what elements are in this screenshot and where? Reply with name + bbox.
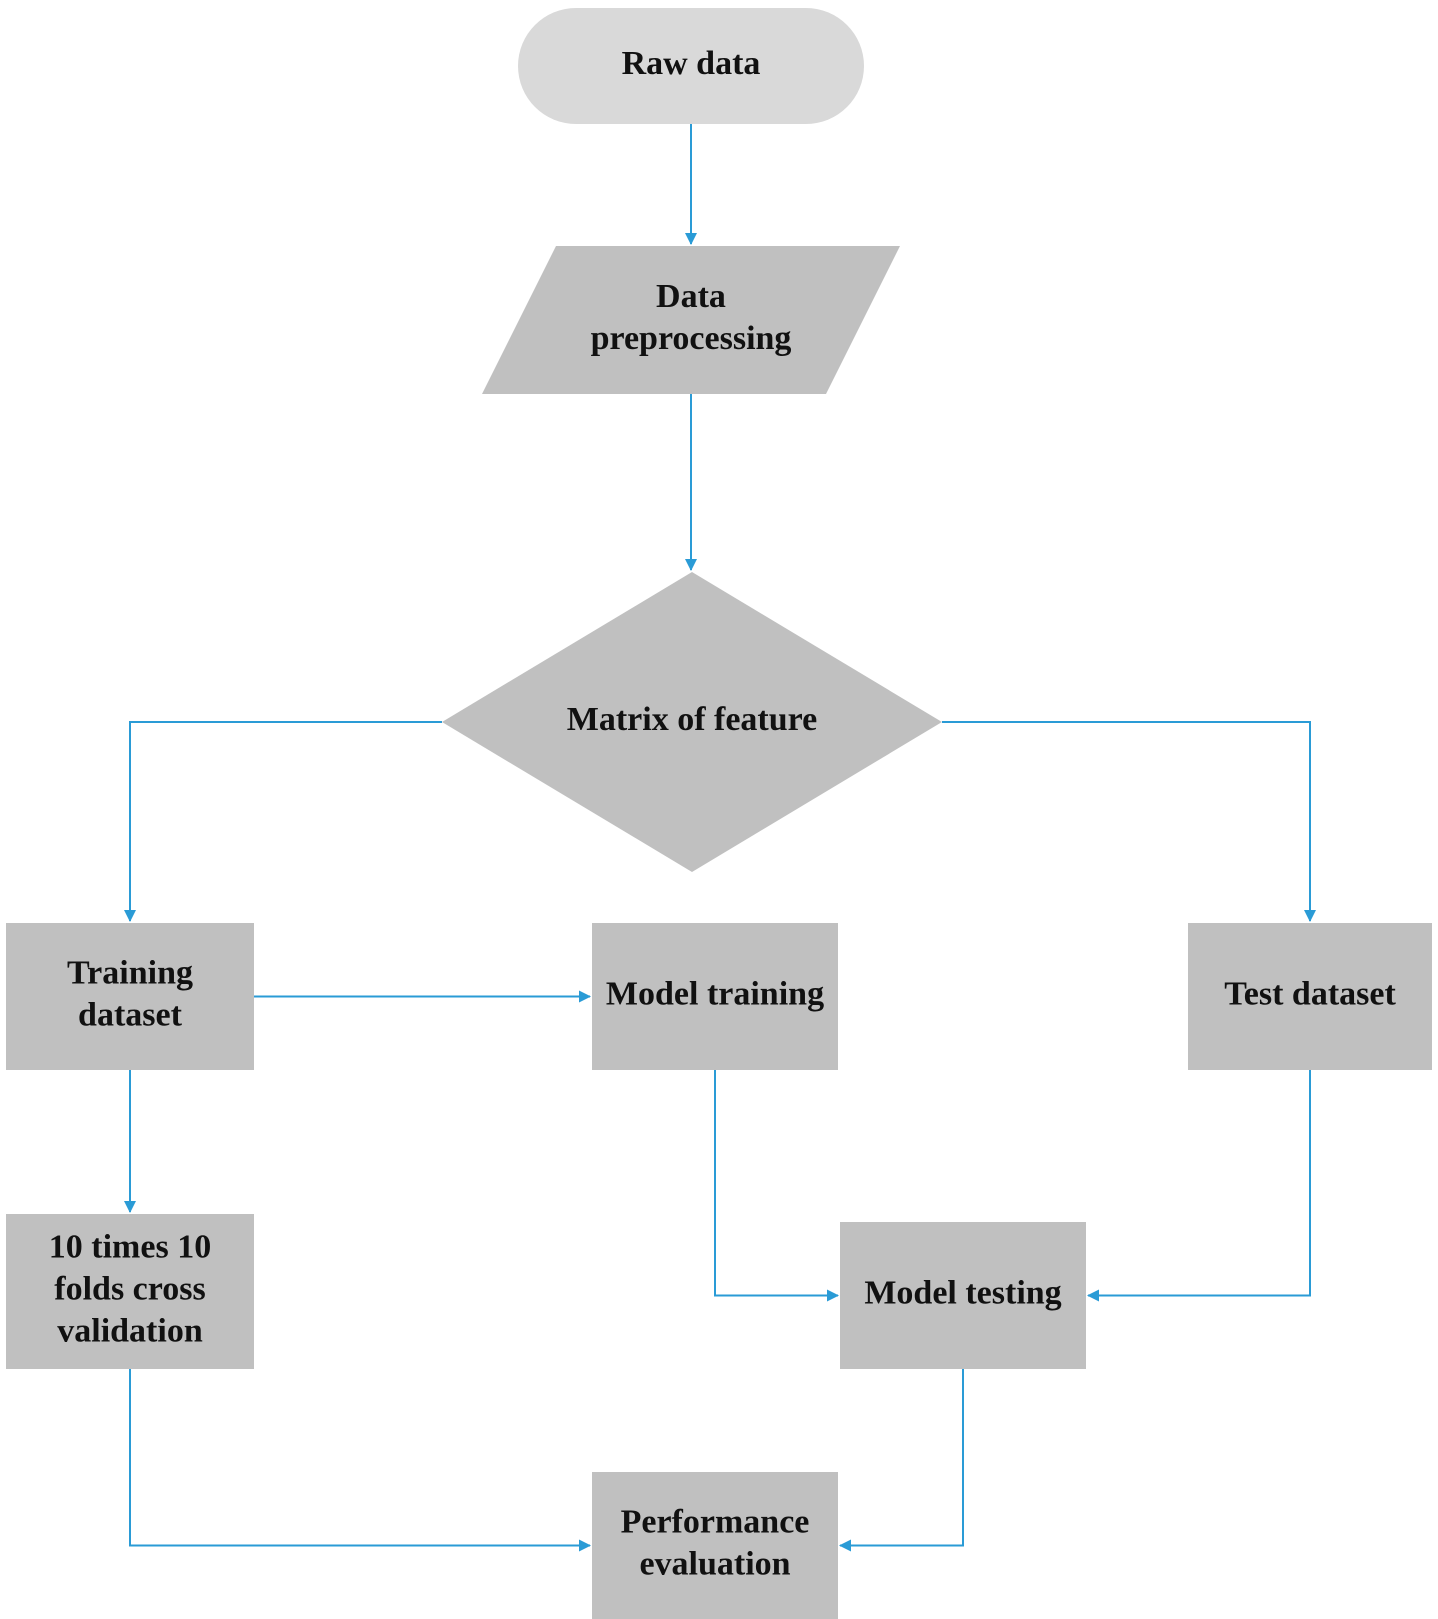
- node-data-preprocessing: Data preprocessing: [482, 246, 900, 394]
- node-raw-data: Raw data: [518, 8, 864, 124]
- arrow-matrix-of-feature-to-test-dataset: [942, 721, 1316, 922]
- node-label: Performance: [621, 1503, 810, 1540]
- node-shape: [6, 1214, 254, 1369]
- node-label: evaluation: [639, 1545, 790, 1582]
- node-training-dataset: Training dataset: [6, 923, 254, 1070]
- node-test-dataset: Test dataset: [1188, 923, 1432, 1070]
- node-shape: [482, 246, 900, 394]
- node-shape: [518, 8, 864, 124]
- node-shape: [592, 923, 838, 1070]
- node-shape: [1188, 923, 1432, 1070]
- node-label: Test dataset: [1224, 975, 1396, 1012]
- node-label: 10 times 10: [49, 1228, 211, 1265]
- node-label: folds cross: [54, 1270, 205, 1307]
- node-shape: [442, 572, 942, 872]
- node-cross-validation: 10 times 10 folds cross validation: [6, 1214, 254, 1369]
- arrow-matrix-of-feature-to-training-dataset: [124, 721, 442, 922]
- arrow-model-training-to-model-testing: [714, 1070, 839, 1302]
- node-label: Model training: [606, 975, 824, 1012]
- node-shape: [592, 1472, 838, 1619]
- arrow-cross-validation-to-performance-evaluation: [129, 1369, 591, 1552]
- node-label: Data: [656, 278, 726, 315]
- node-shape: [840, 1222, 1086, 1369]
- node-performance-evaluation: Performance evaluation: [592, 1472, 838, 1619]
- node-label: Training: [67, 954, 193, 991]
- node-label: Raw data: [622, 45, 761, 82]
- node-label: dataset: [78, 996, 183, 1033]
- node-matrix-of-feature: Matrix of feature: [442, 572, 942, 872]
- node-shape: [6, 923, 254, 1070]
- node-model-testing: Model testing: [840, 1222, 1086, 1369]
- node-label: validation: [57, 1312, 203, 1349]
- connectors: [124, 124, 1316, 1552]
- node-label: Matrix of feature: [567, 701, 817, 738]
- node-label: preprocessing: [591, 320, 792, 357]
- node-model-training: Model training: [592, 923, 838, 1070]
- arrow-model-testing-to-performance-evaluation: [839, 1369, 964, 1552]
- node-label: Model testing: [864, 1274, 1061, 1311]
- arrow-test-dataset-to-model-testing: [1087, 1070, 1311, 1302]
